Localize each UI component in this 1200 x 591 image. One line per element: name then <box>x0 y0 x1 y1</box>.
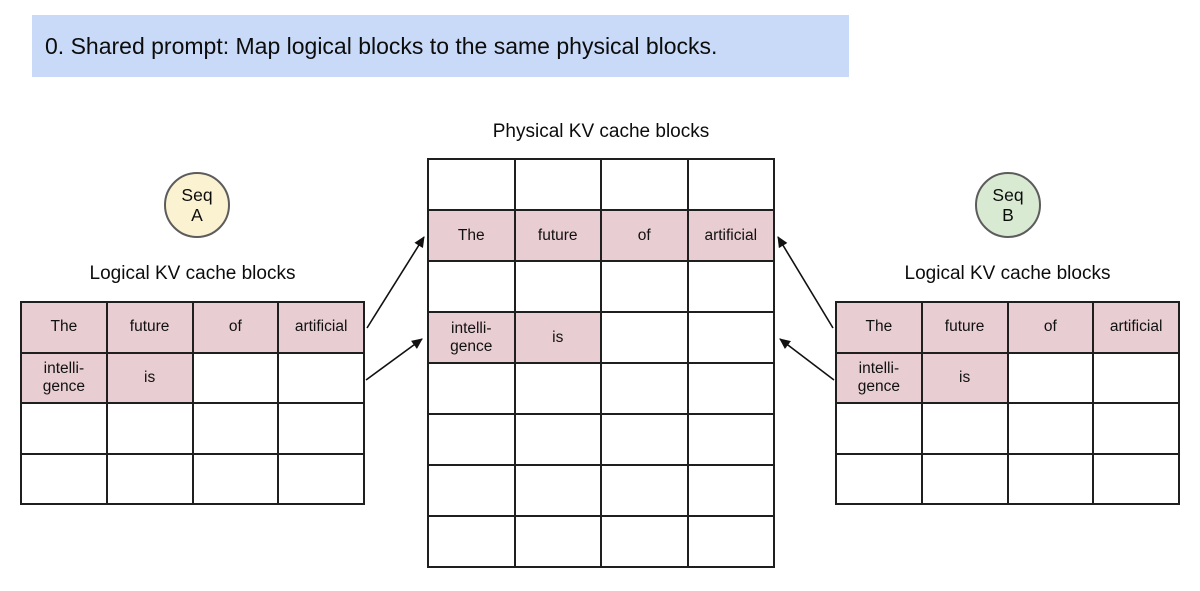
kv-cell-empty <box>107 404 192 453</box>
kv-cell-empty <box>193 404 278 453</box>
logical-blocks-label-seq-b: Logical KV cache blocks <box>904 263 1111 284</box>
kv-cell-token: artificial <box>279 303 363 352</box>
kv-cell-empty <box>429 364 514 413</box>
kv-cell-empty <box>922 454 1007 503</box>
kv-cell-token: is <box>107 353 192 402</box>
kv-cell-token: is <box>515 313 600 362</box>
arrow-seq-a-block0 <box>366 236 425 329</box>
kv-cell-empty <box>602 466 687 515</box>
kv-cell-empty <box>515 262 600 311</box>
kv-cell-empty <box>688 517 773 566</box>
title-banner: 0. Shared prompt: Map logical blocks to … <box>32 15 849 77</box>
kv-cell-empty <box>22 404 106 453</box>
kv-cell-empty <box>429 517 514 566</box>
kv-cell-empty <box>688 313 773 362</box>
kv-cell-token: is <box>922 353 1007 402</box>
kv-cell-empty <box>1008 353 1093 402</box>
kv-cell-empty <box>1094 454 1178 503</box>
kv-cell-empty <box>602 364 687 413</box>
kv-cell-token: of <box>602 211 687 260</box>
kv-cell-empty <box>688 364 773 413</box>
logical-blocks-label-seq-a: Logical KV cache blocks <box>89 263 296 284</box>
seq-b-badge-line1: Seq <box>992 184 1024 205</box>
kv-cell-empty <box>1008 404 1093 453</box>
kv-cell-empty <box>515 517 600 566</box>
kv-cell-empty <box>515 415 600 464</box>
kv-cell-empty <box>688 160 773 209</box>
kv-cell-empty <box>193 454 278 503</box>
title-banner-text: 0. Shared prompt: Map logical blocks to … <box>45 32 718 59</box>
kv-cell-empty <box>107 454 192 503</box>
kv-cell-empty <box>22 454 106 503</box>
kv-cell-empty <box>279 454 363 503</box>
kv-cell-token: The <box>837 303 921 352</box>
kv-cell-token: intelli- gence <box>429 313 514 362</box>
kv-cell-empty <box>429 262 514 311</box>
kv-cell-empty <box>279 353 363 402</box>
kv-cell-empty <box>837 404 921 453</box>
kv-cell-empty <box>515 466 600 515</box>
kv-cell-token: artificial <box>688 211 773 260</box>
kv-cell-empty <box>602 160 687 209</box>
kv-cell-empty <box>688 415 773 464</box>
kv-cell-token: future <box>515 211 600 260</box>
kv-cell-empty <box>1008 454 1093 503</box>
kv-cell-empty <box>922 404 1007 453</box>
kv-cell-token: artificial <box>1094 303 1178 352</box>
kv-cell-empty <box>602 517 687 566</box>
kv-cell-empty <box>515 364 600 413</box>
kv-cell-empty <box>602 415 687 464</box>
seq-b-badge: Seq B <box>975 172 1041 238</box>
kv-cell-token: The <box>22 303 106 352</box>
kv-cell-empty <box>837 454 921 503</box>
kv-cell-empty <box>429 160 514 209</box>
seq-a-badge-line2: A <box>191 205 203 225</box>
arrow-seq-b-block0 <box>777 236 834 329</box>
kv-cell-token: of <box>193 303 278 352</box>
seq-b-badge-line2: B <box>1002 205 1014 225</box>
kv-cell-token: of <box>1008 303 1093 352</box>
kv-cell-empty <box>429 466 514 515</box>
kv-cell-empty <box>602 262 687 311</box>
seq-a-badge: Seq A <box>164 172 230 238</box>
physical-blocks-label: Physical KV cache blocks <box>492 121 710 142</box>
kv-cell-token: intelli- gence <box>22 353 106 402</box>
kv-cell-token: future <box>107 303 192 352</box>
kv-cell-empty <box>602 313 687 362</box>
seq-a-badge-line1: Seq <box>181 184 213 205</box>
kv-cell-empty <box>1094 404 1178 453</box>
kv-cell-empty <box>193 353 278 402</box>
kv-cell-empty <box>515 160 600 209</box>
arrow-seq-b-block1 <box>779 338 835 381</box>
kv-cell-empty <box>1094 353 1178 402</box>
kv-cell-token: The <box>429 211 514 260</box>
kv-cell-token: future <box>922 303 1007 352</box>
kv-cell-empty <box>688 466 773 515</box>
kv-cell-empty <box>688 262 773 311</box>
kv-cell-token: intelli- gence <box>837 353 921 402</box>
kv-cell-empty <box>429 415 514 464</box>
arrow-seq-a-block1 <box>365 338 423 381</box>
kv-cell-empty <box>279 404 363 453</box>
